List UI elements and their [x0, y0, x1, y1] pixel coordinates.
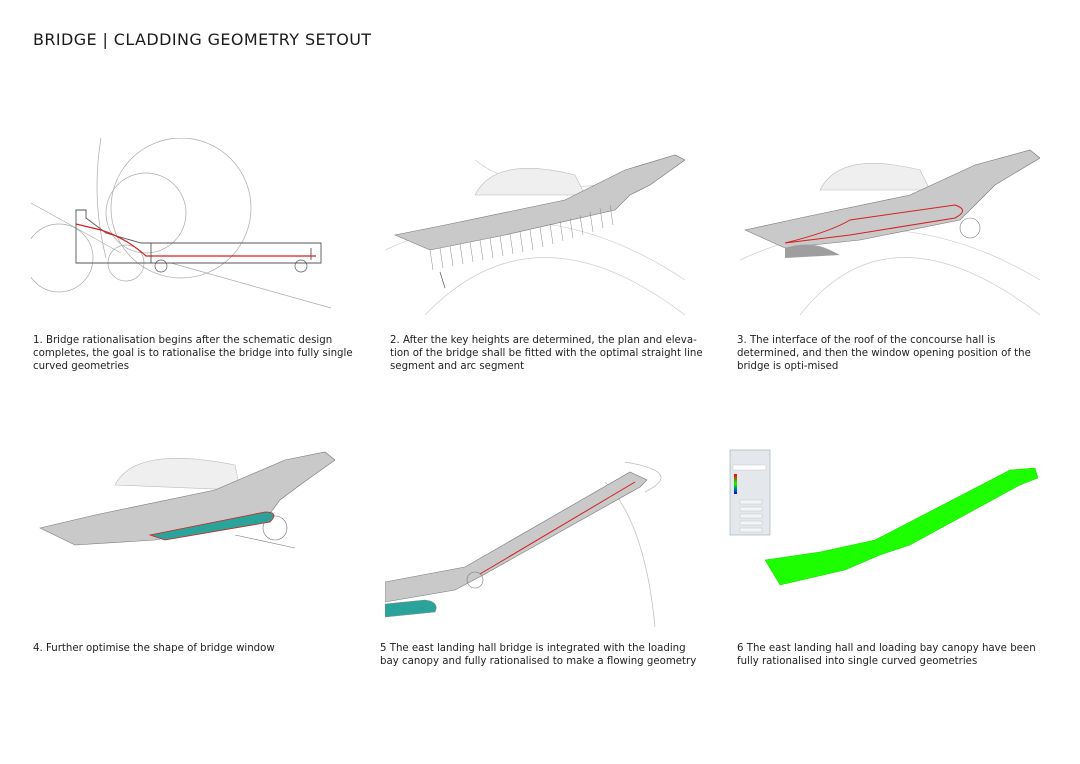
step-3-bridge-deck: [744, 149, 1040, 249]
step-1-red-curve: [75, 223, 316, 257]
page-title: BRIDGE | CLADDING GEOMETRY SETOUT: [33, 30, 372, 49]
step-4-teal-window: [148, 511, 275, 541]
step-1-drawing: [31, 138, 331, 313]
step-5-bridge-deck: [385, 471, 648, 603]
step-6-drawing: [720, 440, 1050, 615]
step-2-bridge-deck: [393, 154, 685, 251]
step-4-caption: 4. Further optimise the shape of bridge …: [33, 643, 275, 654]
step-5-drawing: [385, 452, 685, 627]
step-6-caption: 6 The east landing hall and loading bay …: [737, 643, 1036, 667]
step-4-drawing: [35, 440, 335, 615]
step-2-caption: 2. After the key heights are determined,…: [390, 335, 703, 372]
step-5-teal-window: [385, 599, 437, 618]
step-3-window-outline: [784, 204, 963, 244]
step-4-bridge-deck: [39, 451, 335, 546]
step-3-drawing: [740, 140, 1040, 315]
step-6-green-surface: [764, 467, 1039, 586]
step-2-drawing: [385, 140, 685, 315]
step-5-caption: 5 The east landing hall bridge is integr…: [380, 643, 697, 667]
step-1-caption: 1. Bridge rationalisation begins after t…: [33, 335, 353, 372]
step-3-caption: 3. The interface of the roof of the conc…: [737, 335, 1031, 372]
